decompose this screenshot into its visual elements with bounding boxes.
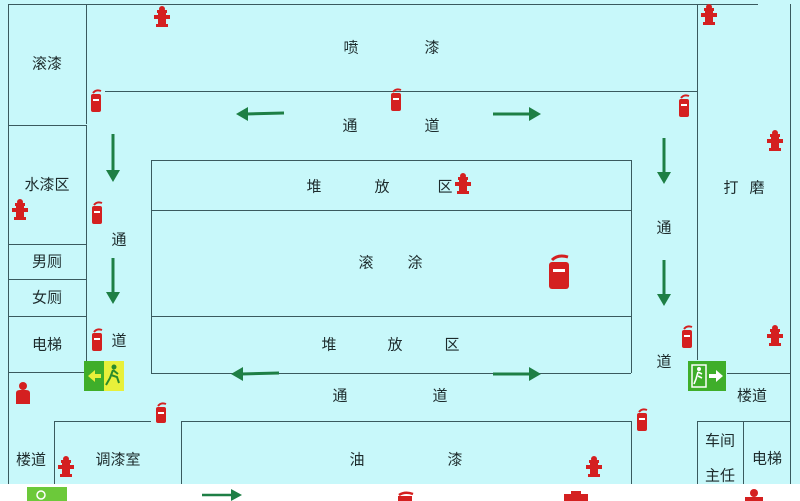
wall <box>54 421 55 484</box>
evacuation-arrow-down <box>657 138 671 184</box>
wall <box>8 4 758 5</box>
wall <box>86 4 87 124</box>
fire-hydrant-icon <box>58 456 74 477</box>
fire-extinguisher-icon <box>91 89 102 112</box>
fire-extinguisher-icon <box>92 328 103 351</box>
fire-hydrant-icon <box>701 4 717 25</box>
fire-extinguisher-icon <box>637 408 648 431</box>
room-label-nan-ce: 男厕 <box>31 252 63 271</box>
floor-plan: 滚漆 喷 漆 通 道 水漆区 男厕 女厕 电梯 通 道 堆 放 区 滚 涂 堆 … <box>0 0 800 484</box>
room-label-pen-qi-1: 喷 <box>343 38 359 57</box>
corridor-label-right-1: 通 <box>656 218 672 237</box>
room-label-da-mo-2: 磨 <box>749 178 765 197</box>
wall <box>105 91 697 92</box>
room-label-che-jian-1: 车间 <box>704 431 736 450</box>
wall <box>181 421 182 484</box>
room-label-da-mo-1: 打 <box>723 178 739 197</box>
room-label-gun-tu-1: 滚 <box>358 253 374 272</box>
wall <box>8 125 86 126</box>
wall <box>631 421 632 484</box>
fire-extinguisher-icon <box>156 402 167 423</box>
wall <box>790 4 791 484</box>
wall <box>8 316 86 317</box>
wall <box>743 421 744 484</box>
room-label-dui-fang-bottom-1: 堆 <box>321 335 337 354</box>
evacuation-arrow-right <box>493 107 541 121</box>
fire-extinguisher-icon <box>682 325 693 348</box>
emergency-exit-icon <box>688 361 726 391</box>
wall <box>727 373 790 374</box>
fire-extinguisher-icon <box>92 201 103 224</box>
corridor-label-left-1: 通 <box>111 230 127 249</box>
room-label-nv-ce: 女厕 <box>31 288 63 307</box>
corridor-label-top-2: 道 <box>424 116 440 135</box>
room-label-lou-dao-right: 楼道 <box>736 386 768 405</box>
wall <box>151 160 152 373</box>
corridor-label-top-1: 通 <box>342 116 358 135</box>
emergency-exit-icon <box>84 361 124 391</box>
corridor-label-bottom-1: 通 <box>332 386 348 405</box>
room-label-dui-fang-bottom-3: 区 <box>444 335 460 354</box>
corridor-label-right-2: 道 <box>656 352 672 371</box>
emergency-exit-icon <box>27 487 67 501</box>
room-label-dui-fang-top-2: 放 <box>374 177 390 196</box>
room-label-you-qi-1: 油 <box>349 450 365 469</box>
wall <box>697 4 698 360</box>
wall <box>151 210 631 211</box>
wall <box>181 421 631 422</box>
fire-hydrant-icon <box>586 456 602 477</box>
wall <box>8 244 86 245</box>
room-label-elevator-left: 电梯 <box>31 335 63 354</box>
wall <box>151 316 631 317</box>
fire-extinguisher-icon <box>679 94 690 117</box>
room-label-gun-qi: 滚漆 <box>31 54 63 73</box>
room-label-pen-qi-2: 漆 <box>424 38 440 57</box>
wall <box>54 421 151 422</box>
wall <box>8 279 86 280</box>
fire-hydrant-icon <box>12 199 28 220</box>
room-label-shui-qi-qu: 水漆区 <box>24 175 70 194</box>
room-label-dui-fang-top-1: 堆 <box>306 177 322 196</box>
evacuation-arrow-left <box>231 367 280 381</box>
fire-extinguisher-icon <box>398 491 414 501</box>
room-label-elevator-right: 电梯 <box>751 449 783 468</box>
room-label-gun-tu-2: 涂 <box>407 253 423 272</box>
wall <box>151 160 631 161</box>
room-label-che-jian-2: 主任 <box>704 466 736 485</box>
evacuation-arrow-down <box>657 260 671 306</box>
room-label-you-qi-2: 漆 <box>447 450 463 469</box>
room-label-tiao-qi-shi: 调漆室 <box>95 450 141 469</box>
room-label-dui-fang-bottom-2: 放 <box>387 335 403 354</box>
fire-hydrant-icon <box>564 491 588 501</box>
fire-hydrant-icon <box>767 325 783 346</box>
fire-hydrant-icon <box>154 6 170 27</box>
fire-hydrant-icon <box>767 130 783 151</box>
fire-extinguisher-icon <box>549 254 569 289</box>
corridor-label-bottom-2: 道 <box>432 386 448 405</box>
wall <box>151 373 631 374</box>
fire-extinguisher-icon <box>391 88 402 111</box>
room-label-lou-dao-left: 楼道 <box>15 450 47 469</box>
room-label-dui-fang-top-3: 区 <box>437 177 453 196</box>
wall <box>631 160 632 373</box>
wall <box>8 372 86 373</box>
corridor-label-left-2: 道 <box>111 331 127 350</box>
evacuation-arrow-left <box>236 107 285 121</box>
person-icon <box>16 382 30 404</box>
evacuation-arrow-down <box>106 134 120 182</box>
evacuation-arrow-down <box>106 258 120 304</box>
wall <box>697 421 698 484</box>
wall <box>86 125 87 373</box>
person-icon <box>745 489 763 501</box>
evacuation-arrow-right <box>202 489 242 501</box>
evacuation-arrow-right <box>493 367 541 381</box>
fire-hydrant-icon <box>455 173 471 194</box>
